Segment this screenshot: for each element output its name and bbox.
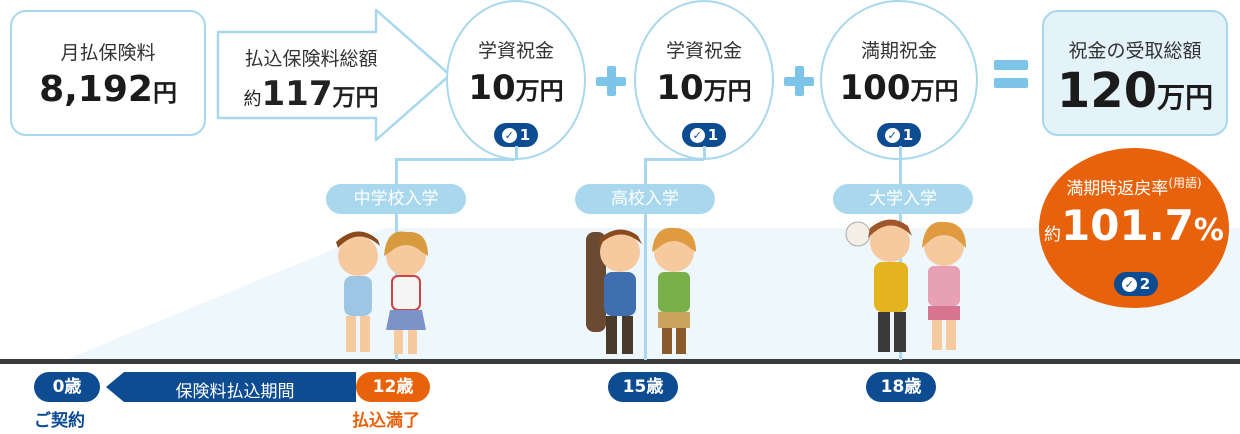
connector-line: [515, 146, 518, 160]
grand-total-label: 祝金の受取総額: [1068, 40, 1202, 62]
age-15-badge: 15歳: [608, 372, 678, 402]
total-paid-arrow: [216, 8, 452, 142]
child-illustration-pair-2: [586, 227, 696, 354]
event-junior-high: 中学校入学: [326, 184, 466, 214]
connector-line: [395, 158, 515, 161]
grand-total-box: 祝金の受取総額 120万円: [1042, 10, 1228, 136]
total-paid-label: 払込保険料総額: [244, 48, 378, 70]
benefit-1-value: 10万円: [468, 68, 564, 108]
connector-line: [644, 158, 704, 161]
return-rate-value: 約101.7%: [1044, 201, 1224, 250]
monthly-premium-box: 月払保険料 8,192円: [10, 10, 206, 136]
event-university: 大学入学: [833, 184, 973, 214]
age-12-badge: 12歳: [356, 372, 430, 402]
benefit-3-value: 100万円: [839, 68, 959, 108]
connector-line: [644, 158, 647, 360]
plus-icon: [784, 66, 814, 96]
grand-total-value: 120万円: [1056, 63, 1214, 119]
payment-complete-caption: 払込満了: [352, 411, 420, 431]
monthly-premium-label: 月払保険料: [60, 42, 156, 64]
payment-period-label: 保険料払込期間: [175, 382, 295, 402]
benefit-1-label: 学資祝金: [477, 40, 554, 62]
contract-caption: ご契約: [34, 411, 85, 431]
event-high-school: 高校入学: [575, 184, 715, 214]
payment-period-arrow: [106, 372, 356, 402]
age-0-badge: 0歳: [34, 372, 100, 402]
return-rate-label: 満期時返戻率(用語): [1066, 176, 1202, 199]
note-badge-3: ✓1: [877, 123, 921, 147]
benefit-2-label: 学資祝金: [665, 40, 742, 62]
check-icon: ✓: [1121, 276, 1137, 292]
monthly-premium-value: 8,192円: [39, 69, 177, 110]
note-badge-1: ✓1: [494, 123, 538, 147]
check-icon: ✓: [501, 127, 517, 143]
benefit-3-label: 満期祝金: [860, 40, 937, 62]
benefit-circle-2: 学資祝金 10万円: [634, 0, 774, 160]
age-18-badge: 18歳: [866, 372, 936, 402]
child-illustration-pair-1: [336, 231, 428, 354]
benefit-2-value: 10万円: [656, 68, 752, 108]
child-illustration-pair-3: [845, 219, 966, 352]
check-icon: ✓: [689, 127, 705, 143]
equals-icon: [994, 60, 1028, 90]
plus-icon: [596, 66, 626, 96]
check-icon: ✓: [884, 127, 900, 143]
note-badge-4: ✓2: [1114, 272, 1158, 296]
total-paid-value: 約117万円: [243, 74, 379, 114]
connector-line: [703, 146, 706, 160]
return-rate-circle: 満期時返戻率(用語) 約101.7%: [1039, 148, 1229, 308]
note-badge-2: ✓1: [682, 123, 726, 147]
